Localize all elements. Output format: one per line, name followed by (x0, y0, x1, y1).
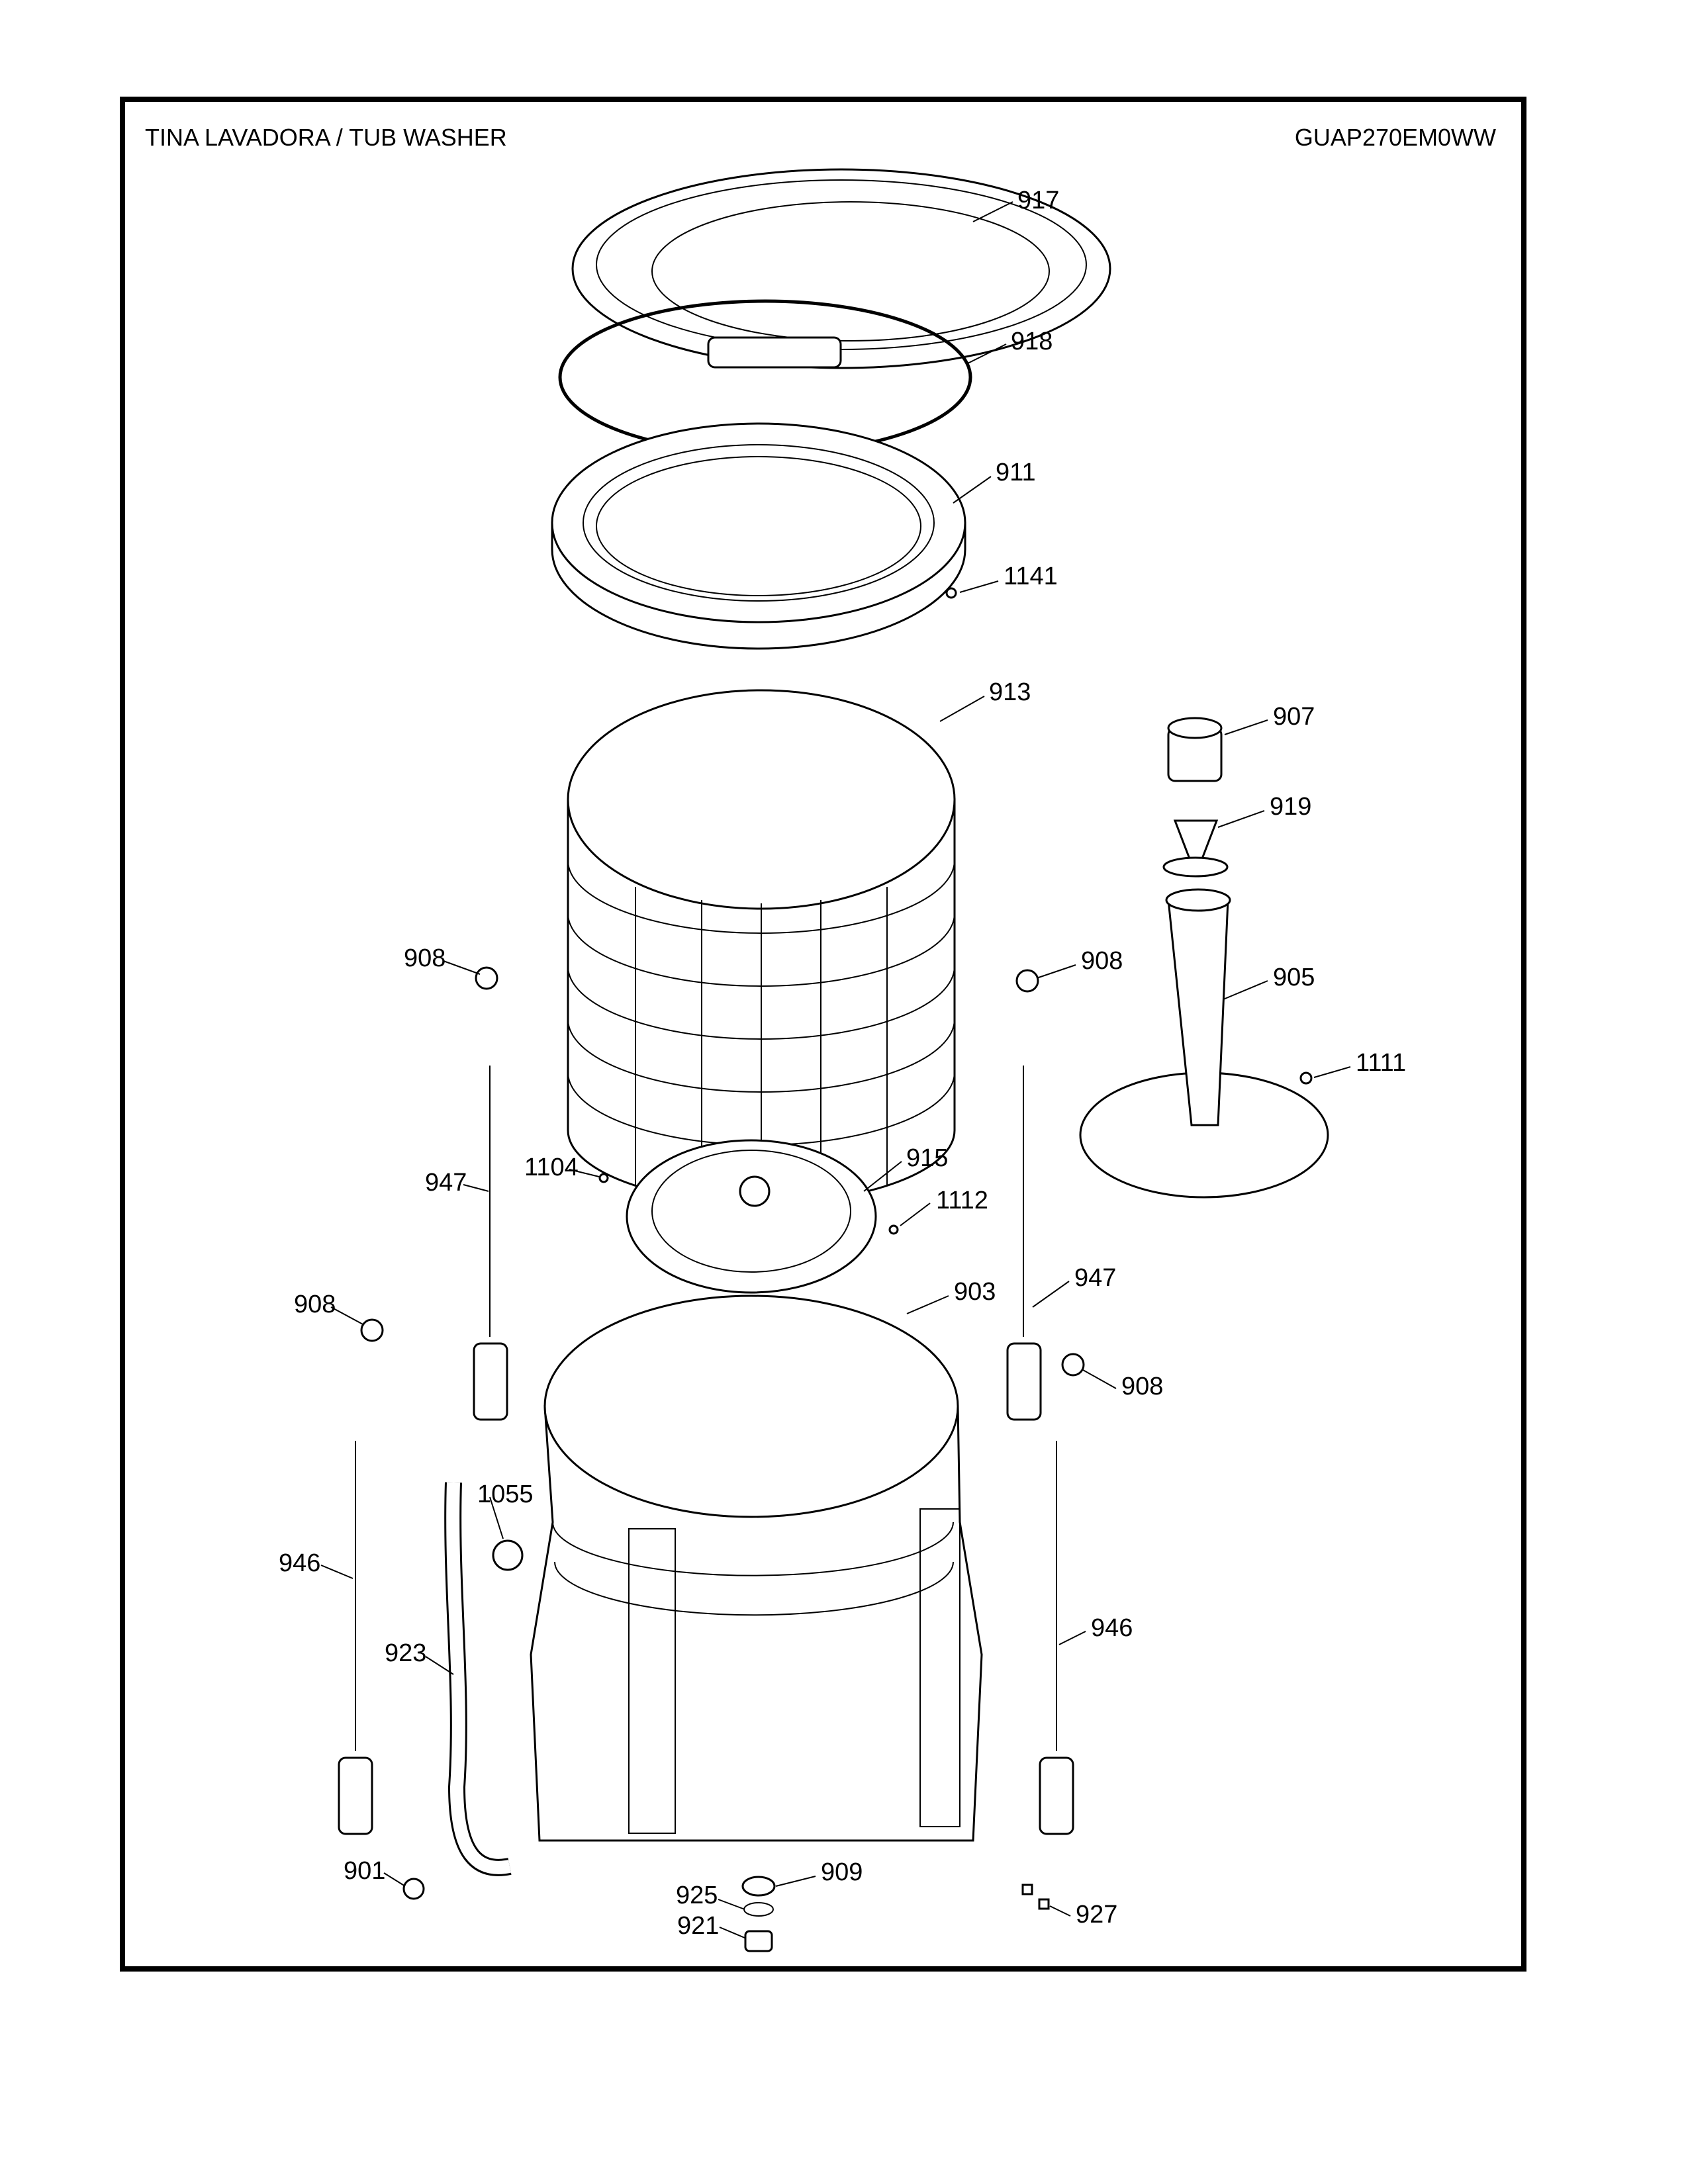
callout-925: 925 (676, 1882, 718, 1909)
callout-1104: 1104 (524, 1154, 579, 1181)
part-908-bushing[interactable] (475, 966, 498, 990)
callout-919: 919 (1270, 793, 1311, 821)
part-905-pedestal[interactable] (1079, 888, 1329, 1199)
callout-908: 908 (404, 944, 445, 972)
callout-923: 923 (385, 1639, 426, 1667)
callout-1141: 1141 (1004, 563, 1058, 590)
part-901-clamp[interactable] (402, 1878, 425, 1900)
callout-946: 946 (279, 1549, 320, 1577)
callout-909: 909 (821, 1858, 863, 1886)
callout-915: 915 (906, 1144, 948, 1172)
diagram-title: TINA LAVADORA / TUB WASHER (145, 124, 507, 151)
part-1112-screw[interactable] (888, 1224, 899, 1235)
leader-lines (320, 201, 1351, 1938)
part-915-hub[interactable] (626, 1139, 877, 1294)
part-1055-clamp[interactable] (492, 1539, 524, 1571)
callout-946: 946 (1091, 1614, 1133, 1642)
diagram-frame (120, 97, 1526, 1972)
part-909-seal[interactable] (741, 1876, 776, 1897)
callout-947: 947 (1074, 1264, 1116, 1292)
part-925-o-ring[interactable] (743, 1902, 774, 1917)
callout-903: 903 (954, 1278, 996, 1306)
callout-917: 917 (1017, 187, 1059, 214)
callout-911: 911 (996, 459, 1036, 486)
part-919-cone[interactable] (1162, 819, 1229, 878)
part-946-suspension-rod-left[interactable] (338, 1441, 373, 1835)
callout-907: 907 (1273, 703, 1315, 731)
part-946-suspension-rod-right[interactable] (1039, 1441, 1074, 1835)
callout-1111: 1111 (1356, 1049, 1406, 1077)
callout-1112: 1112 (936, 1187, 988, 1214)
callout-905: 905 (1273, 964, 1315, 991)
part-947-suspension-rod-right[interactable] (1006, 1066, 1042, 1421)
part-927-clip[interactable] (1021, 1884, 1033, 1895)
callout-908: 908 (294, 1291, 336, 1318)
callout-901: 901 (344, 1857, 385, 1885)
callout-927: 927 (1076, 1901, 1117, 1929)
part-908-bushing[interactable] (1015, 969, 1039, 993)
part-907-cap[interactable] (1167, 717, 1223, 782)
callout-918: 918 (1011, 328, 1053, 355)
callout-947: 947 (425, 1169, 467, 1197)
part-903-outer-tub[interactable] (530, 1295, 983, 1842)
part-908-bushing[interactable] (360, 1318, 384, 1342)
callout-908: 908 (1121, 1373, 1163, 1400)
part-917-tub-cover[interactable] (571, 168, 1111, 369)
callout-921: 921 (677, 1912, 719, 1940)
model-number: GUAP270EM0WW (1295, 124, 1496, 151)
part-911-balance-ring[interactable] (551, 422, 966, 650)
part-921-nut[interactable] (744, 1930, 773, 1952)
part-908-bushing[interactable] (1061, 1353, 1085, 1377)
part-947-suspension-rod-left[interactable] (473, 1066, 508, 1421)
part-913-basket[interactable] (567, 689, 956, 1205)
part-927-clip[interactable] (1038, 1898, 1050, 1910)
part-1111-screw[interactable] (1299, 1071, 1313, 1085)
callout-913: 913 (989, 678, 1031, 706)
callout-908: 908 (1081, 947, 1123, 975)
callout-1055: 1055 (477, 1480, 534, 1508)
part-1141-screw[interactable] (945, 587, 957, 599)
part-1104-screw[interactable] (598, 1173, 609, 1183)
